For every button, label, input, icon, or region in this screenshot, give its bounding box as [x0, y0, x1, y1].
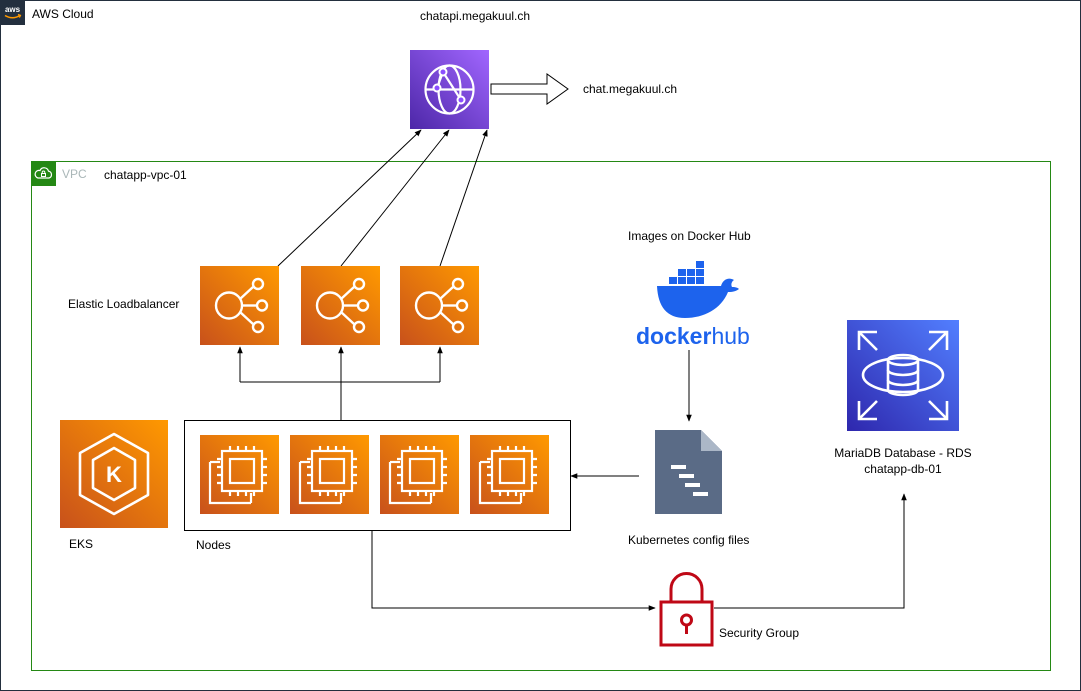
lock-icon	[659, 570, 714, 648]
config-label: Kubernetes config files	[628, 533, 750, 547]
security-group-label: Security Group	[719, 626, 800, 640]
vpc-group	[31, 161, 1051, 671]
vpc-badge-label: VPC	[62, 167, 87, 181]
docker-caption: Images on Docker Hub	[628, 229, 751, 243]
elb-1-to-cdn-arrow	[277, 129, 422, 267]
docker-wordmark-right: hub	[711, 323, 750, 349]
cdn-to-chat-arrow	[490, 73, 569, 105]
docker-whale-icon	[655, 261, 739, 319]
elb-2-to-cdn-arrow	[340, 129, 450, 267]
aws-logo-icon: aws	[0, 0, 25, 25]
chat-domain-label: chat.megakuul.ch	[583, 82, 678, 96]
nodes-to-security-arrow	[371, 531, 656, 611]
elb-1-icon	[200, 266, 279, 345]
docker-hub-wordmark: dockerhub	[636, 323, 750, 349]
vpc-name-label: chatapp-vpc-01	[104, 168, 187, 182]
config-file-icon	[655, 430, 722, 514]
ec2-node-2-icon	[290, 435, 369, 514]
ec2-node-1-icon	[200, 435, 279, 514]
ec2-node-3-icon	[380, 435, 459, 514]
elb-3-to-cdn-arrow	[439, 129, 488, 267]
security-to-db-arrow	[714, 493, 907, 609]
svg-text:K: K	[106, 462, 122, 487]
database-name-label: chatapp-db-01	[864, 462, 942, 476]
eks-label: EKS	[69, 537, 94, 551]
cloudfront-icon	[410, 50, 489, 129]
docker-wordmark-left: docker	[636, 323, 712, 349]
elb-label: Elastic Loadbalancer	[68, 297, 180, 311]
svg-text:aws: aws	[5, 5, 21, 14]
elb-3-icon	[400, 266, 479, 345]
database-label: MariaDB Database - RDS	[834, 446, 972, 460]
vpc-cloud-icon	[31, 161, 56, 186]
nodes-label: Nodes	[196, 538, 231, 552]
rds-database-icon	[847, 320, 959, 431]
ec2-node-4-icon	[470, 435, 549, 514]
kubernetes-icon: K	[60, 420, 168, 528]
api-domain-label: chatapi.megakuul.ch	[420, 9, 531, 23]
aws-cloud-label: AWS Cloud	[32, 7, 94, 21]
elb-2-icon	[301, 266, 380, 345]
